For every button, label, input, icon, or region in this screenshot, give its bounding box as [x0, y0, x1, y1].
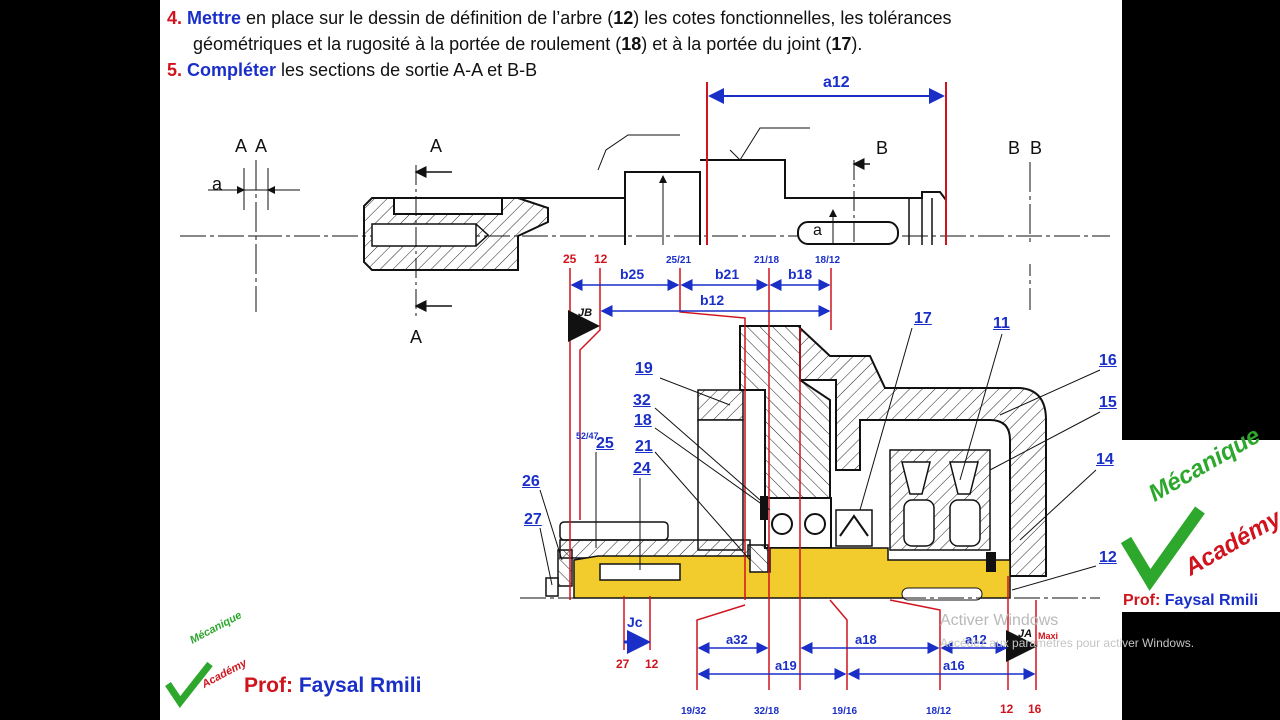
- ja-note: Maxi: [1038, 631, 1059, 641]
- dim-label: a12: [965, 632, 987, 647]
- part-label: 17: [914, 310, 932, 327]
- prof-name: Faysal Rmili: [298, 674, 422, 697]
- part-label: 14: [1096, 451, 1114, 468]
- check-icon: [1122, 506, 1205, 591]
- question-text: ).: [851, 34, 863, 54]
- document-page: 4. Mettre en place sur le dessin de défi…: [160, 0, 1122, 720]
- question-5: 5. Compléter les sections de sortie A-A …: [167, 60, 537, 81]
- question-text: les sections de sortie A-A et B-B: [276, 60, 538, 80]
- ref-label: 12: [1000, 702, 1014, 716]
- dim-a12-label: a12: [823, 74, 850, 91]
- ref-label: 32/18: [754, 706, 780, 717]
- part-label: 12: [1099, 549, 1117, 566]
- ref-label: 18/12: [815, 255, 841, 266]
- prof-credit: Prof: Faysal Rmili: [244, 674, 421, 698]
- ref-label: 19/32: [681, 706, 707, 717]
- dim-label: b25: [620, 266, 645, 282]
- dim-label: b18: [788, 266, 813, 282]
- dim-label: a19: [775, 658, 797, 673]
- question-text: en place sur le dessin de définition de …: [241, 8, 614, 28]
- dim-label: a18: [855, 632, 877, 647]
- question-text: ) les cotes fonctionnelles, les toléranc…: [633, 8, 952, 28]
- ref-label: 12: [594, 252, 608, 266]
- keyway-label: a: [813, 222, 822, 239]
- question-text: géométriques et la rugosité à la portée …: [193, 34, 622, 54]
- part-label: 26: [522, 473, 540, 490]
- part-ref: 12: [613, 8, 634, 28]
- part-label: 27: [524, 511, 542, 528]
- ref-label: 19/16: [832, 706, 858, 717]
- prof-label: Prof:: [244, 674, 293, 697]
- question-number: 4.: [167, 8, 183, 28]
- dim-label: b21: [715, 266, 740, 282]
- question-verb: Mettre: [187, 8, 242, 28]
- part-label: 15: [1099, 394, 1117, 411]
- shaft-definition-drawing: [180, 82, 1110, 320]
- part-label: 24: [633, 460, 651, 477]
- question-verb: Compléter: [187, 60, 277, 80]
- prof-credit-side: Prof: Faysal Rmili: [1123, 592, 1258, 610]
- ref-label: 27: [616, 657, 630, 671]
- jc-label: Jc: [627, 614, 643, 630]
- assembly-drawing: [520, 246, 1101, 690]
- part-label: 18: [634, 412, 652, 429]
- section-bb-label: B B: [1008, 138, 1043, 158]
- question-number: 5.: [167, 60, 183, 80]
- ref-label: 25/21: [666, 255, 692, 266]
- section-aa-dim: a: [212, 174, 223, 194]
- prof-name: Faysal Rmili: [1164, 592, 1259, 609]
- part-label: 32: [633, 392, 651, 409]
- cut-a-top-label: A: [430, 136, 443, 156]
- part-label: 11: [993, 315, 1010, 332]
- part-label: 16: [1099, 352, 1117, 369]
- small-ref-label: 52/47: [576, 431, 599, 441]
- watermark-line-2: Accédez aux paramètres pour activer Wind…: [940, 636, 1195, 650]
- part-label: 25: [596, 435, 614, 452]
- ref-label: 16: [1028, 702, 1042, 716]
- question-4-continued: géométriques et la rugosité à la portée …: [193, 34, 862, 55]
- dim-label: a32: [726, 632, 748, 647]
- section-aa-label: A A: [235, 136, 268, 156]
- ref-label: 18/12: [926, 706, 952, 717]
- part-ref: 17: [831, 34, 852, 54]
- question-text: ) et à la portée du joint (: [641, 34, 832, 54]
- logo-main: [165, 661, 213, 708]
- ref-label: 12: [645, 657, 659, 671]
- jb-label: JB: [578, 307, 593, 319]
- part-ref: 18: [621, 34, 642, 54]
- technical-drawing: [165, 82, 1122, 708]
- part-label: 21: [635, 438, 653, 455]
- part-label: 19: [635, 360, 653, 377]
- ja-label: JA: [1018, 628, 1033, 640]
- prof-label: Prof:: [1123, 592, 1161, 609]
- dim-label: a16: [943, 658, 965, 673]
- watermark-line-1: Activer Windows: [940, 612, 1059, 629]
- ref-label: 21/18: [754, 255, 780, 266]
- dim-label: b12: [700, 292, 725, 308]
- cut-b-label: B: [876, 138, 889, 158]
- question-4: 4. Mettre en place sur le dessin de défi…: [167, 8, 951, 29]
- cut-a-bottom-label: A: [410, 327, 423, 347]
- ref-label: 25: [563, 252, 577, 266]
